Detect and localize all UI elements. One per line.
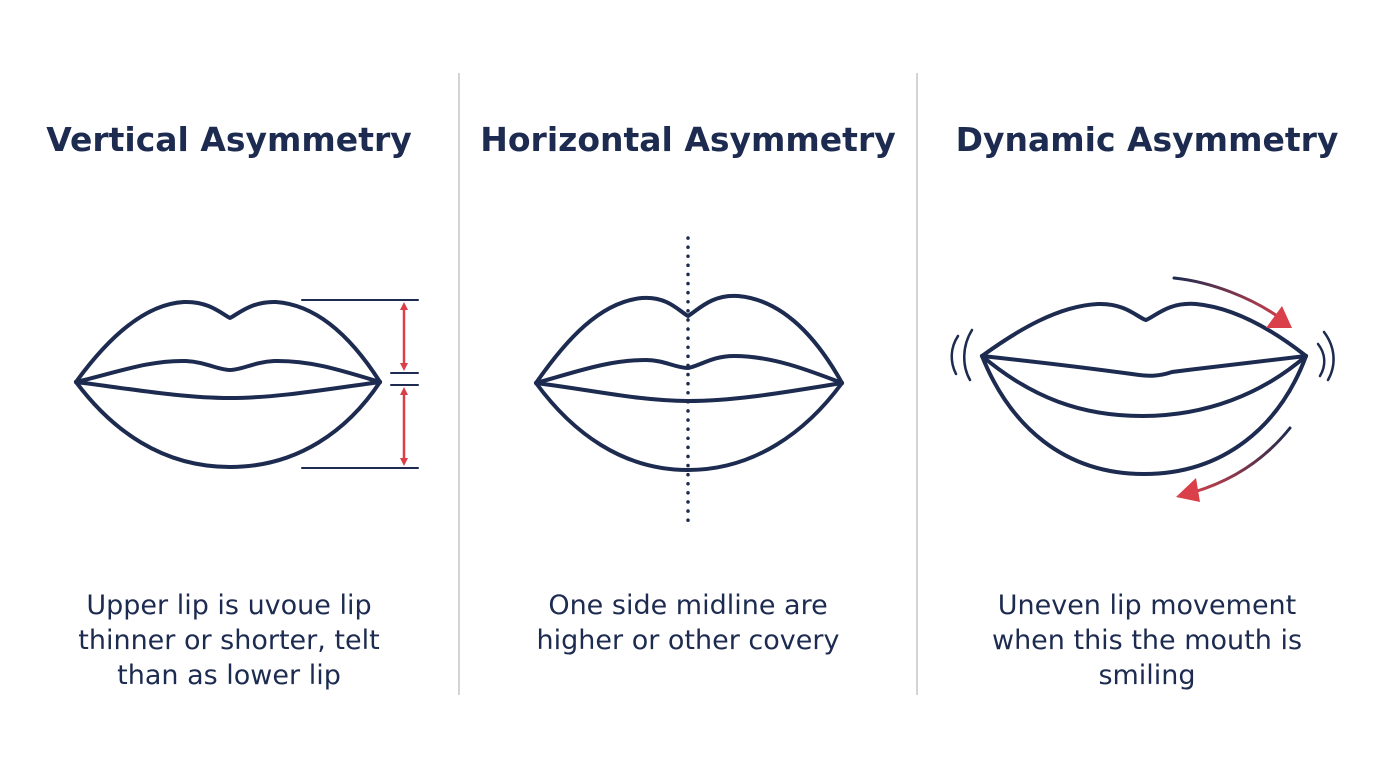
panel-divider-right (916, 73, 918, 695)
upper-movement-arrowhead (1266, 306, 1292, 328)
dynamic-asymmetry-caption: Uneven lip movement when this the mouth … (918, 588, 1376, 693)
caption-line: Upper lip is uvoue lip (86, 590, 372, 621)
upper-lip-outline (534, 293, 844, 385)
lip-parting-line (74, 380, 382, 400)
vertical-asymmetry-title: Vertical Asymmetry (46, 120, 412, 159)
caption-line: than as lower lip (117, 660, 341, 691)
caption-line: thinner or shorter, telt (78, 625, 380, 656)
vertical-asymmetry-caption: Upper lip is uvoue lip thinner or shorte… (0, 588, 458, 693)
lip-parting-line (980, 354, 1308, 378)
motion-lines-left (950, 328, 974, 382)
caption-line: higher or other covery (536, 625, 840, 656)
lower-lip-outline (74, 380, 382, 469)
horizontal-asymmetry-lips (534, 293, 844, 472)
lower-movement-arrow (1192, 426, 1292, 494)
lower-lip-outline (534, 381, 844, 472)
caption-line: Uneven lip movement (997, 590, 1297, 621)
height-measure-lines (301, 299, 419, 469)
lower-lip-inner-curve (980, 354, 1308, 418)
panel-divider-left (458, 73, 460, 695)
upper-lip-outline (980, 301, 1308, 358)
upper-lip-inner-line (534, 354, 844, 385)
dynamic-asymmetry-title: Dynamic Asymmetry (955, 120, 1339, 159)
upper-lip-inner-line (74, 358, 382, 384)
motion-lines-right (1316, 330, 1335, 382)
horizontal-asymmetry-caption: One side midline are higher or other cov… (458, 588, 918, 658)
caption-line: when this the mouth is (991, 625, 1303, 656)
dynamic-asymmetry-lips (980, 301, 1308, 476)
upper-lip-outline (74, 299, 382, 384)
lower-lip-outline (980, 354, 1308, 476)
upper-movement-arrow (1172, 276, 1282, 320)
caption-line: smiling (1098, 660, 1196, 691)
caption-line: One side midline are (548, 590, 828, 621)
vertical-asymmetry-lips (74, 299, 382, 469)
horizontal-asymmetry-title: Horizontal Asymmetry (480, 120, 896, 159)
lower-movement-arrowhead (1176, 478, 1200, 502)
